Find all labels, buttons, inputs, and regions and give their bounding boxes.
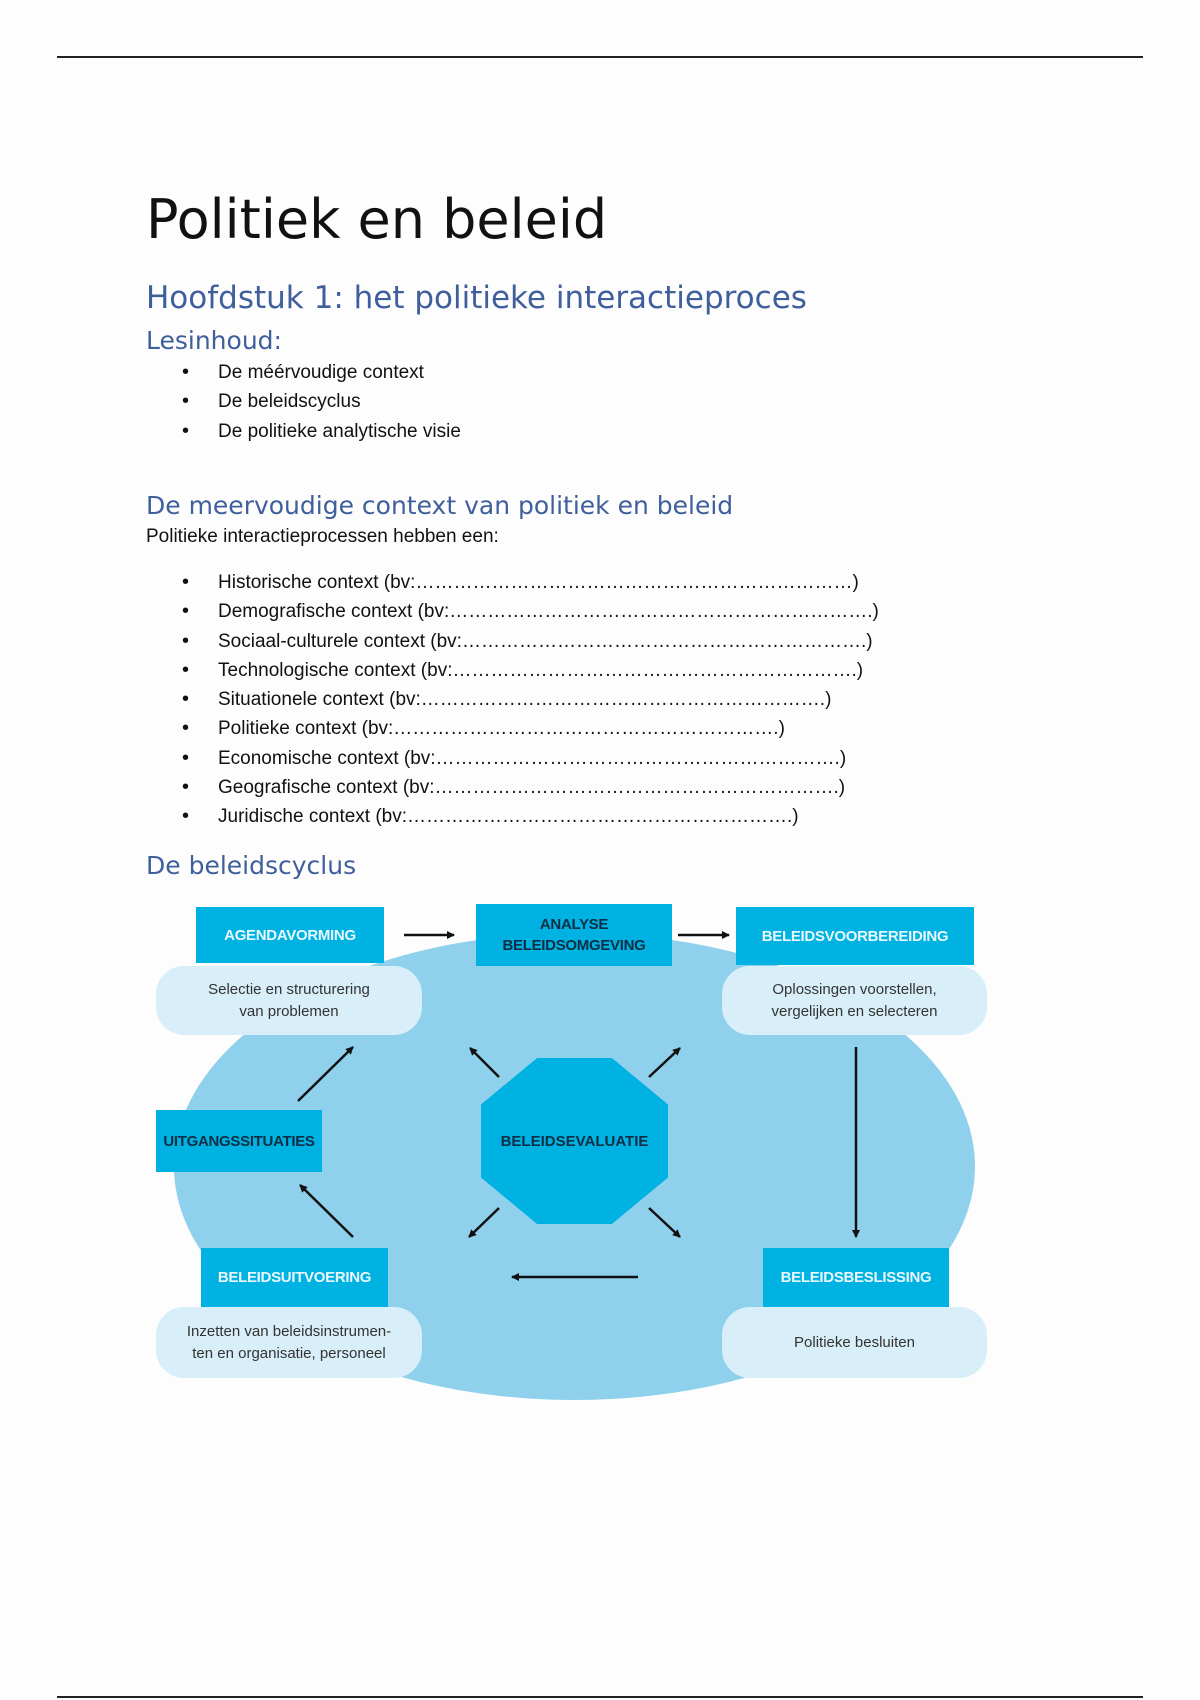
list-item: Sociaal-culturele context (bv:…………………………… (0, 627, 879, 657)
box-analyse: ANALYSE BELEIDSOMGEVING (476, 904, 672, 966)
lesson-heading: Lesinhoud: (146, 326, 282, 355)
desc-line: Inzetten van beleidsinstrumen- (186, 1322, 392, 1340)
header-rule (57, 56, 1143, 58)
octagon-beleidsevaluatie: BELEIDSEVALUATIE (481, 1058, 668, 1224)
desc-line: Selectie en structurering (208, 980, 370, 998)
list-item: Juridische context (bv:……………………………………………… (0, 802, 879, 832)
list-item: De méérvoudige context (0, 358, 461, 388)
desc-line: van problemen (239, 1002, 339, 1020)
cycle-heading: De beleidscyclus (146, 851, 357, 880)
chapter-heading: Hoofdstuk 1: het politieke interactiepro… (146, 280, 807, 316)
list-item: De beleidscyclus (0, 387, 461, 417)
desc-line: Politieke besluiten (794, 1333, 915, 1351)
desc-uitvoering: Inzetten van beleidsinstrumen- ten en or… (156, 1307, 422, 1378)
list-item: Demografische context (bv:……………………………………… (0, 597, 879, 627)
desc-line: Oplossingen voorstellen, (772, 980, 937, 998)
desc-line: ten en organisatie, personeel (192, 1344, 386, 1362)
box-label: BELEIDSOMGEVING (502, 937, 646, 954)
box-label: AGENDAVORMING (224, 926, 356, 944)
context-heading: De meervoudige context van politiek en b… (146, 491, 734, 520)
box-label: ANALYSE (539, 916, 609, 933)
context-intro: Politieke interactieprocessen hebben een… (146, 526, 499, 547)
box-label: BELEIDSUITVOERING (217, 1269, 372, 1286)
desc-voorbereiding: Oplossingen voorstellen, vergelijken en … (722, 966, 987, 1035)
box-agendavorming: AGENDAVORMING (196, 907, 384, 963)
context-list: Historische context (bv:…………………………………………… (0, 568, 879, 832)
box-label: BELEIDSBESLISSING (780, 1269, 932, 1286)
lesson-list: De méérvoudige context De beleidscyclus … (0, 358, 461, 446)
desc-beslissing: Politieke besluiten (722, 1307, 987, 1378)
list-item: Situationele context (bv:………………………………………… (0, 685, 879, 715)
box-label: BELEIDSEVALUATIE (500, 1132, 649, 1150)
box-label: UITGANGSSITUATIES (163, 1132, 315, 1150)
desc-line: vergelijken en selecteren (771, 1002, 938, 1020)
box-beslissing: BELEIDSBESLISSING (763, 1248, 949, 1307)
document-title: Politiek en beleid (146, 188, 608, 251)
box-uitvoering: BELEIDSUITVOERING (201, 1248, 388, 1307)
box-uitgangssituaties: UITGANGSSITUATIES (156, 1110, 322, 1172)
footer-rule (57, 1696, 1143, 1698)
box-label: BELEIDSVOORBEREIDING (761, 927, 949, 945)
list-item: Politieke context (bv:………………………………………………… (0, 714, 879, 744)
box-voorbereiding: BELEIDSVOORBEREIDING (736, 907, 974, 965)
desc-agendavorming: Selectie en structurering van problemen (156, 966, 422, 1035)
list-item: Technologische context (bv:…………………………………… (0, 656, 879, 686)
list-item: De politieke analytische visie (0, 417, 461, 447)
list-item: Economische context (bv:…………………………………………… (0, 744, 879, 774)
list-item: Geografische context (bv:………………………………………… (0, 773, 879, 803)
list-item: Historische context (bv:…………………………………………… (0, 568, 879, 598)
